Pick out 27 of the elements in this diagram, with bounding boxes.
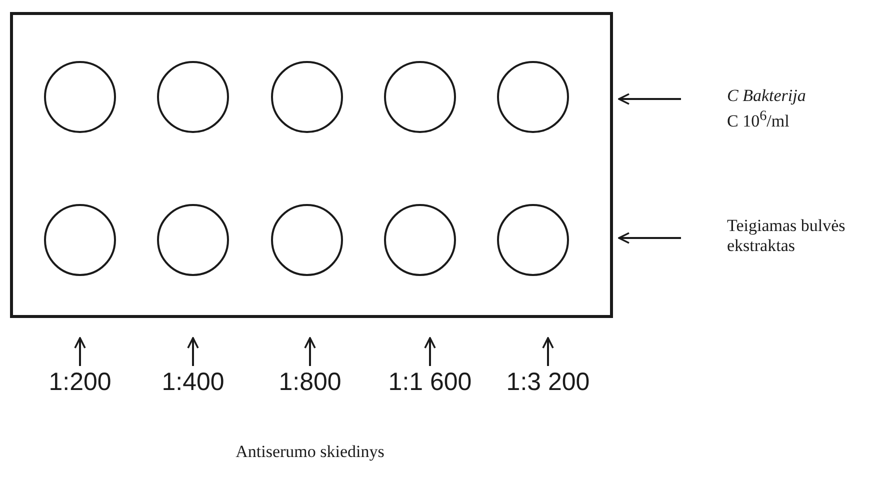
dilution-label: 1:1 600 (388, 368, 472, 397)
arrow (542, 337, 554, 366)
well-circle (157, 61, 229, 133)
well-circle (271, 61, 343, 133)
well-circle (157, 204, 229, 276)
arrow (618, 93, 681, 105)
dilution-label: 1:400 (162, 368, 224, 397)
plate-outline (10, 12, 613, 318)
well-circle (497, 61, 569, 133)
arrow (74, 337, 86, 366)
well-circle (44, 204, 116, 276)
well-circle (44, 61, 116, 133)
well-circle (271, 204, 343, 276)
dilution-label: 1:200 (48, 368, 112, 397)
well-circle (384, 61, 456, 133)
axis-caption: Antiserumo skiedinys (236, 442, 384, 462)
arrow (187, 337, 199, 366)
dilution-label: 1:800 (278, 368, 342, 397)
arrow (424, 337, 436, 366)
arrow (304, 337, 316, 366)
row-label: Teigiamas bulvės ekstraktas (727, 216, 846, 256)
arrow (618, 232, 681, 244)
well-circle (497, 204, 569, 276)
row-label: C 10$^{6}$/ml (727, 107, 790, 132)
well-circle (384, 204, 456, 276)
dilution-label: 1:3 200 (506, 368, 590, 397)
row-label: C Bakterija (727, 86, 807, 106)
